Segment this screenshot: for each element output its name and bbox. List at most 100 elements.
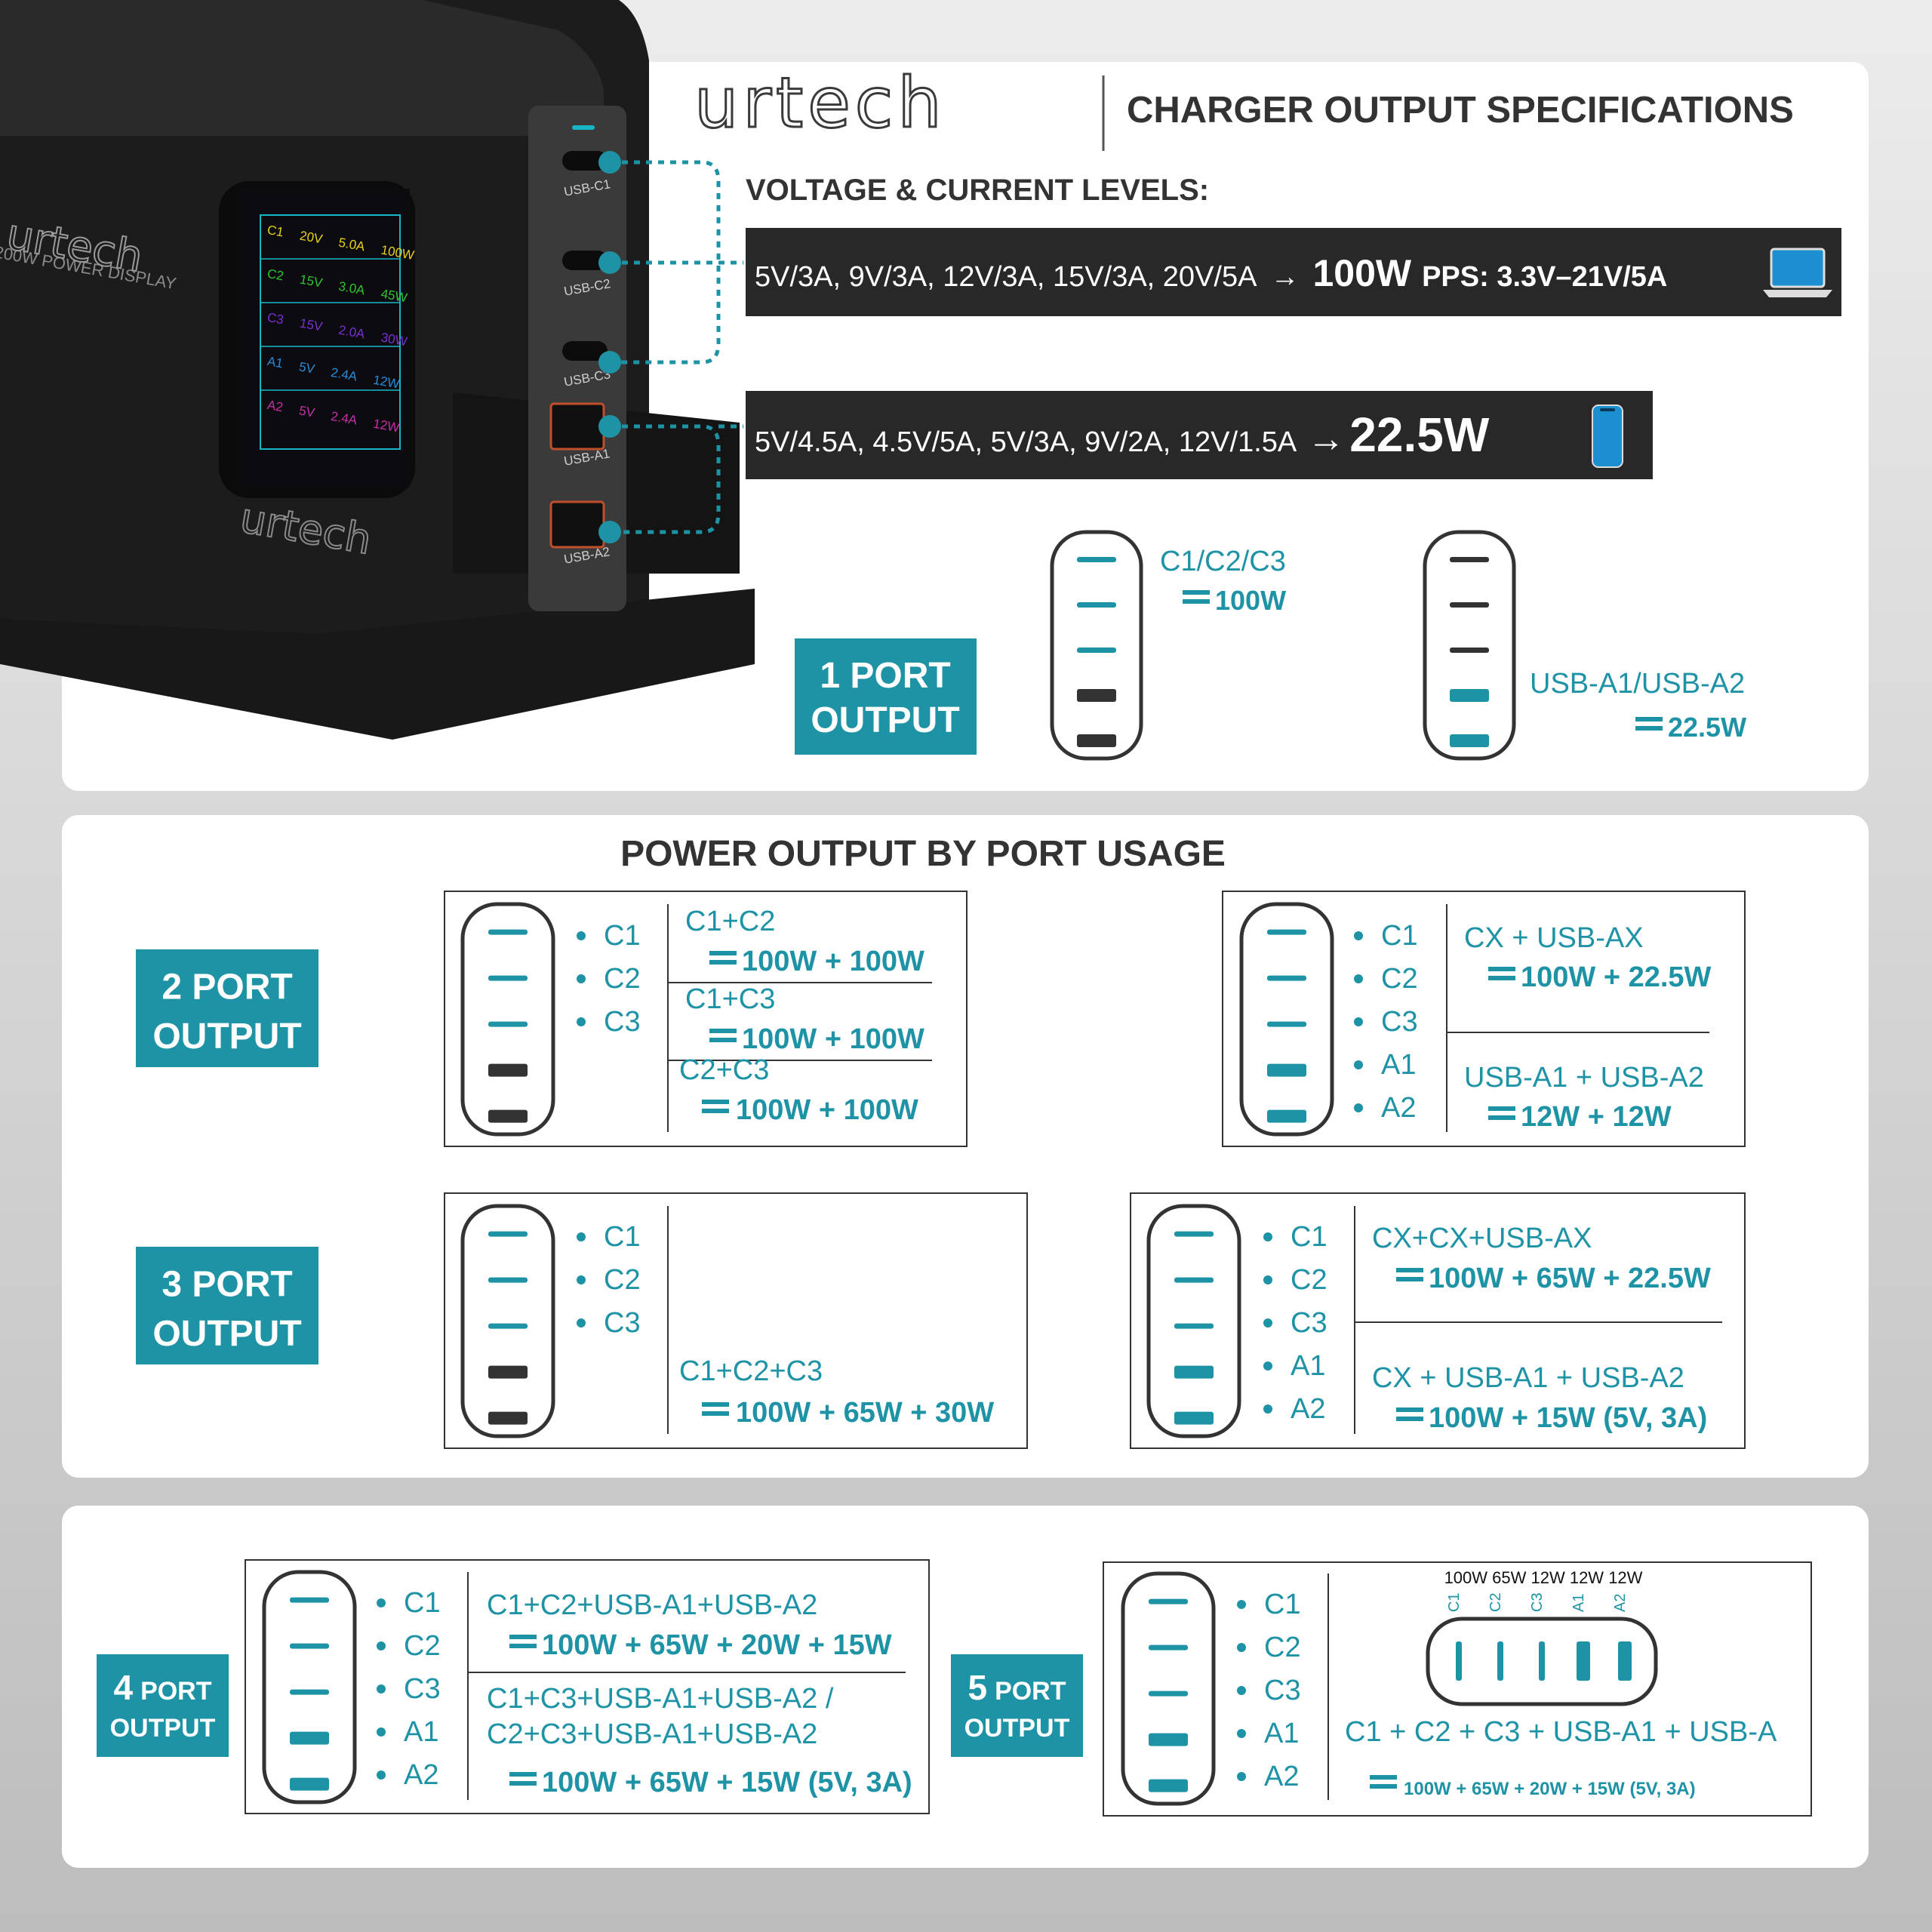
- combo-value: 100W + 15W (5V, 3A): [1429, 1402, 1707, 1434]
- usb-c-port-icon: [1149, 1644, 1188, 1651]
- bullet-icon: [1263, 1404, 1272, 1414]
- equals-icon-lower: [1396, 1417, 1423, 1421]
- combo-value: 100W + 65W + 22.5W: [1429, 1263, 1711, 1294]
- port-list-item: C1: [1264, 1589, 1301, 1620]
- equals-icon-lower: [1635, 726, 1663, 731]
- equals-icon: [1370, 1775, 1397, 1780]
- bullet-icon: [1263, 1232, 1272, 1241]
- port-list-item: A2: [1291, 1393, 1325, 1425]
- one-port-c-value: 100W: [1215, 585, 1286, 616]
- usb-a-port-icon: [1149, 1779, 1188, 1792]
- combo-value: 100W + 100W: [742, 1023, 924, 1055]
- port-list-item: C2: [1264, 1632, 1301, 1663]
- combo-label: C1 + C2 + C3 + USB-A1 + USB-A: [1345, 1716, 1777, 1748]
- usb-c-port-icon: [1450, 648, 1489, 653]
- usb-c-port-icon: [1450, 557, 1489, 562]
- badge-line: 1 PORT: [820, 656, 950, 696]
- usb-a-port-icon: [1149, 1733, 1188, 1746]
- usb-c-port-icon: [1267, 975, 1306, 981]
- port-list-item: A1: [1381, 1049, 1416, 1081]
- port-list-item: C3: [604, 1006, 641, 1038]
- one-port-a-label: USB-A1/USB-A2: [1530, 668, 1745, 700]
- usbc-levels-bar: [746, 228, 1841, 316]
- combo-label: C1+C2: [685, 906, 775, 937]
- port-list-item: C1: [1381, 920, 1418, 952]
- combo-label: USB-A1 + USB-A2: [1464, 1062, 1704, 1094]
- equals-icon-lower: [509, 1781, 537, 1786]
- equals-icon-lower: [702, 1411, 729, 1416]
- combo-label: C1+C2+C3: [679, 1355, 823, 1387]
- equals-icon: [1635, 717, 1663, 721]
- bullet-icon: [1237, 1600, 1246, 1609]
- bullet-icon: [377, 1641, 386, 1651]
- usb-a-port-icon: [1577, 1641, 1590, 1681]
- five-port-tag: A2: [1612, 1594, 1629, 1612]
- port-list-item: C2: [604, 963, 641, 995]
- equals-icon: [709, 1029, 737, 1033]
- port-list-item: C2: [1291, 1264, 1327, 1296]
- usb-a-port-icon: [290, 1731, 329, 1745]
- usb-a-port-icon: [1077, 734, 1116, 747]
- one-port-section: 1 PORTOUTPUTC1/C2/C3100WUSB-A1/USB-A222.…: [795, 546, 1746, 755]
- usb-a-port-icon: [488, 1063, 528, 1077]
- port-tile: [1121, 1571, 1216, 1806]
- usb-a-port-icon: [1450, 734, 1489, 747]
- usb-c-port-icon: [488, 1231, 528, 1237]
- equals-icon-lower: [709, 1038, 737, 1042]
- brand-logo: urtech: [694, 63, 946, 143]
- port-list-item: A1: [404, 1716, 438, 1748]
- badge-line: 2 PORT: [162, 968, 292, 1008]
- usb-a-port-icon: [1174, 1365, 1214, 1379]
- combo-label: C2+C3: [679, 1054, 769, 1086]
- bullet-icon: [577, 974, 586, 983]
- usb-c-port-icon: [290, 1597, 329, 1603]
- usb-a-port: [549, 500, 605, 549]
- laptop-icon: [1763, 248, 1832, 297]
- port-tile: [262, 1570, 357, 1804]
- badge-line: 3 PORT: [162, 1265, 292, 1305]
- equals-icon: [1488, 967, 1515, 971]
- combo-label: CX + USB-AX: [1464, 922, 1644, 954]
- usb-c-port-icon: [1149, 1690, 1188, 1697]
- equals-icon-lower: [1183, 599, 1210, 604]
- equals-icon: [1396, 1407, 1423, 1412]
- combo-label: C2+C3+USB-A1+USB-A2: [487, 1718, 817, 1750]
- equals-icon: [509, 1772, 537, 1777]
- usb-c-port-icon: [488, 1323, 528, 1329]
- combo-value: 100W + 100W: [736, 1094, 918, 1126]
- bullet-icon: [377, 1727, 386, 1737]
- usb-c-port-icon: [1077, 648, 1116, 653]
- port-list-item: A2: [1264, 1761, 1299, 1792]
- badge-line: OUTPUT: [110, 1714, 216, 1743]
- equals-icon: [1488, 1106, 1515, 1111]
- usb-c-port-icon: [488, 1021, 528, 1027]
- port-tile: [1146, 1204, 1241, 1438]
- usb-c-port-icon: [1174, 1323, 1214, 1329]
- bullet-icon: [1237, 1686, 1246, 1695]
- badge-line: OUTPUT: [964, 1714, 1070, 1743]
- usb-c-port: [562, 251, 608, 270]
- levels-heading: VOLTAGE & CURRENT LEVELS:: [746, 174, 1209, 207]
- five-port-tag: C2: [1487, 1592, 1504, 1612]
- equals-icon: [1183, 590, 1210, 595]
- port-tile-usbc: [1050, 530, 1143, 761]
- combo-label: C1+C3+USB-A1+USB-A2 /: [487, 1683, 834, 1715]
- port-list-item: C1: [604, 920, 641, 952]
- usb-c-port-icon: [488, 929, 528, 935]
- bullet-icon: [577, 1318, 586, 1327]
- combo-label: C1+C2+USB-A1+USB-A2: [487, 1589, 817, 1621]
- bullet-icon: [577, 1017, 586, 1026]
- port-tile: [460, 902, 555, 1137]
- badge-line: OUTPUT: [811, 700, 959, 740]
